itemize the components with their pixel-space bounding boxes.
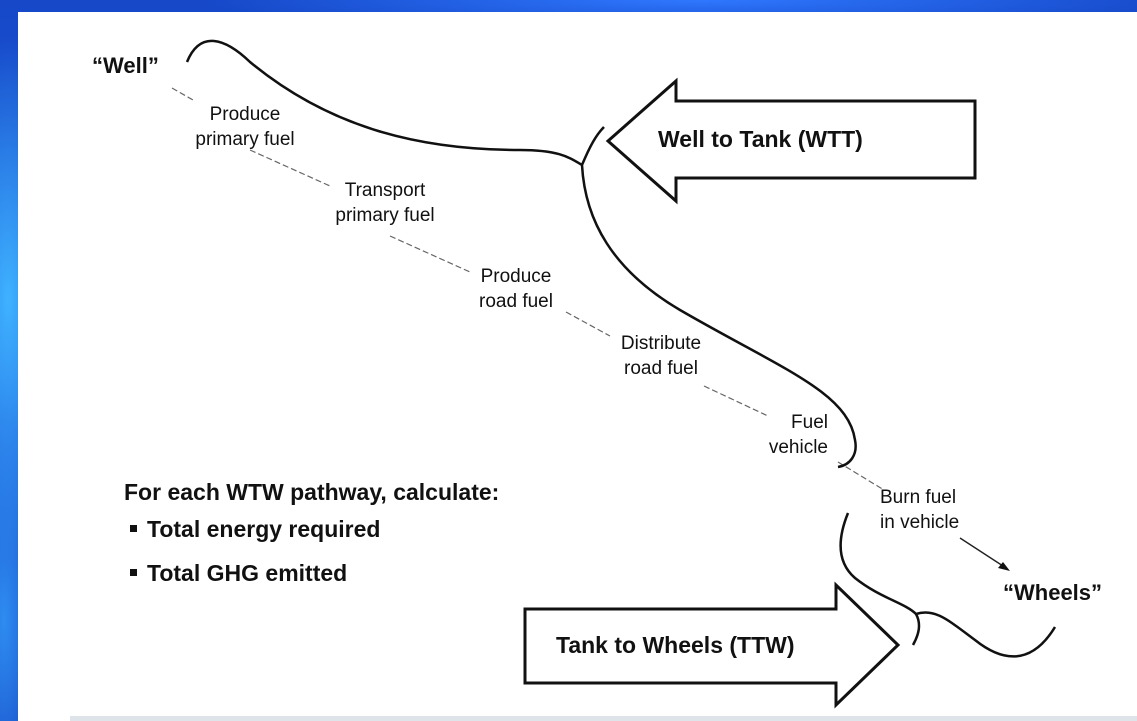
slide-footer-bar	[70, 716, 1137, 721]
wtt-brace	[185, 39, 857, 469]
ttw-arrow-label: Tank to Wheels (TTW)	[556, 632, 795, 658]
step-transport-primary-fuel: Transport primary fuel	[335, 180, 435, 226]
pathway-line-seg	[249, 149, 331, 187]
pathway-line-seg	[703, 385, 769, 417]
ttw-brace	[839, 512, 1057, 658]
ttw-arrow	[523, 581, 901, 709]
pathway-line-seg	[389, 235, 471, 273]
well-label: “Well”	[92, 53, 159, 78]
pathway-line	[171, 87, 194, 101]
wtt-arrow-label: Well to Tank (WTT)	[658, 126, 863, 152]
pathway-arrowhead	[998, 562, 1010, 571]
calc-title: For each WTW pathway, calculate:	[124, 479, 500, 505]
pathway-line-seg	[837, 461, 885, 491]
wtt-arrow	[605, 77, 977, 205]
bullet-square-icon	[130, 525, 137, 533]
calc-item-energy: Total energy required	[130, 516, 380, 543]
pathway-line-seg	[959, 537, 1004, 567]
step-produce-primary-fuel: Produce primary fuel	[195, 104, 295, 150]
step-produce-road-fuel: Produce road fuel	[479, 266, 553, 312]
step-burn-fuel-in-vehicle: Burn fuel in vehicle	[880, 487, 960, 533]
calc-item-ghg: Total GHG emitted	[130, 560, 347, 587]
wheels-label: “Wheels”	[1003, 580, 1103, 605]
step-fuel-vehicle: Fuel vehicle	[768, 412, 828, 458]
step-distribute-road-fuel: Distribute road fuel	[620, 333, 702, 379]
bullet-square-icon	[130, 569, 137, 577]
pathway-line-seg	[565, 311, 611, 337]
